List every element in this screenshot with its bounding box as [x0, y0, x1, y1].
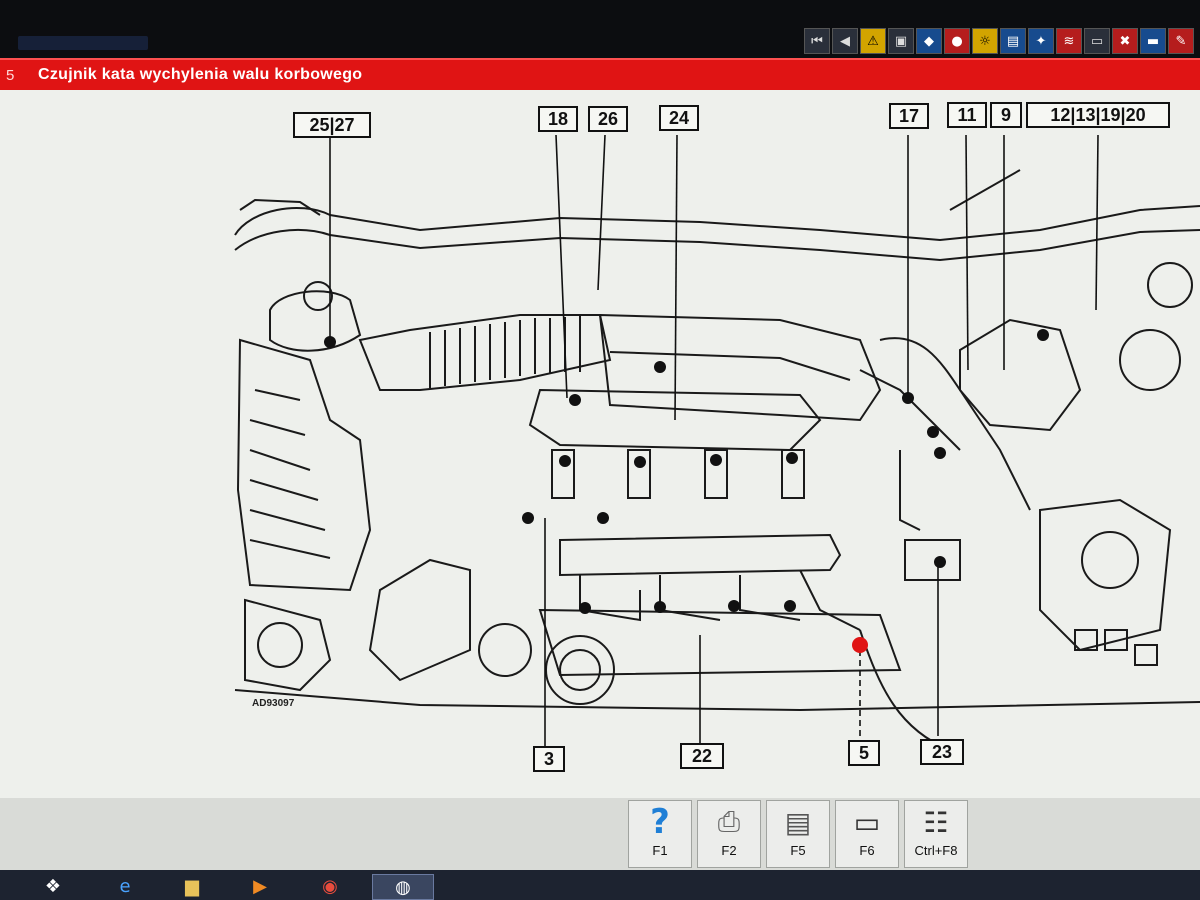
callout-25-27[interactable]: 25|27 — [293, 112, 371, 138]
page-title: Czujnik kata wychylenia walu korbowego — [38, 66, 363, 83]
print-icon: ⎙ — [717, 805, 741, 838]
title-bar: 5 Czujnik kata wychylenia walu korbowego — [0, 58, 1200, 92]
wiring-icon[interactable]: ≋ — [1056, 28, 1082, 54]
callout-26[interactable]: 26 — [588, 106, 628, 132]
callout-11[interactable]: 11 — [947, 102, 987, 128]
callout-22[interactable]: 22 — [680, 743, 724, 769]
media-player-icon[interactable]: ▶ — [253, 875, 267, 897]
print-icon[interactable]: ▭ — [1084, 28, 1110, 54]
view-icon[interactable]: ▣ — [888, 28, 914, 54]
ctrl-f8-label: Ctrl+F8 — [914, 843, 958, 858]
fuel-icon[interactable]: ● — [944, 28, 970, 54]
info-icon[interactable]: ✦ — [1028, 28, 1054, 54]
diagram-code: AD93097 — [252, 698, 295, 709]
callout-24[interactable]: 24 — [659, 105, 699, 131]
internet-explorer-icon[interactable]: e — [119, 875, 131, 897]
f5-label: F5 — [790, 843, 806, 858]
close-icon[interactable]: ✖ — [1112, 28, 1138, 54]
f5-document-button[interactable]: ▤ F5 — [766, 800, 830, 868]
power-icon[interactable]: ▬ — [1140, 28, 1166, 54]
function-key-bar: ? F1 ⎙ F2 ▤ F5 ▭ F6 ☷ Ctrl+F8 — [0, 798, 1200, 870]
engine-diagram — [234, 134, 1200, 751]
callout-23[interactable]: 23 — [920, 739, 964, 765]
taskbar: ❖ e ▆ ▶ ◉ ◍ — [0, 870, 1200, 900]
diagram-area: 25|27 18 26 24 17 11 9 12|13|19|20 3 22 … — [0, 90, 1200, 798]
file-explorer-icon[interactable]: ▆ — [185, 875, 199, 897]
f6-label: F6 — [859, 843, 875, 858]
start-icon[interactable]: ❖ — [44, 875, 62, 897]
component-icon[interactable]: ☼ — [972, 28, 998, 54]
ctrl-f8-table-button[interactable]: ☷ Ctrl+F8 — [904, 800, 968, 868]
highlighted-sensor-point[interactable] — [852, 637, 868, 653]
first-page-icon[interactable]: ⏮ — [804, 28, 830, 54]
toolbar-icons: ⏮ ◀ ⚠ ▣ ◆ ● ☼ ▤ ✦ ≋ ▭ ✖ ▬ ✎ — [804, 28, 1194, 54]
table-icon: ☷ — [923, 805, 949, 839]
f1-help-button[interactable]: ? F1 — [628, 800, 692, 868]
settings-icon[interactable]: ◆ — [916, 28, 942, 54]
f6-printer-button[interactable]: ▭ F6 — [835, 800, 899, 868]
callout-18[interactable]: 18 — [538, 106, 578, 132]
f2-label: F2 — [721, 843, 737, 858]
notes-icon[interactable]: ✎ — [1168, 28, 1194, 54]
callout-3[interactable]: 3 — [533, 746, 565, 772]
callout-5[interactable]: 5 — [848, 740, 880, 766]
printer-icon: ▭ — [853, 805, 881, 839]
menu-ghost — [18, 36, 148, 50]
network-icon[interactable]: ▤ — [1000, 28, 1026, 54]
top-toolbar: ⏮ ◀ ⚠ ▣ ◆ ● ☼ ▤ ✦ ≋ ▭ ✖ ▬ ✎ — [0, 0, 1200, 58]
step-number: 5 — [6, 67, 15, 84]
connector-points — [324, 329, 1049, 614]
help-icon: ? — [650, 802, 670, 842]
callout-9[interactable]: 9 — [990, 102, 1022, 128]
leader-lines — [329, 134, 1099, 750]
chrome-icon[interactable]: ◉ — [322, 875, 338, 897]
document-icon: ▤ — [784, 805, 812, 839]
previous-page-icon[interactable]: ◀ — [832, 28, 858, 54]
callout-12-13-19-20[interactable]: 12|13|19|20 — [1026, 102, 1170, 128]
app-icon[interactable]: ◍ — [372, 874, 434, 900]
f1-label: F1 — [652, 843, 668, 858]
warning-icon[interactable]: ⚠ — [860, 28, 886, 54]
f2-print-button[interactable]: ⎙ F2 — [697, 800, 761, 868]
callout-17[interactable]: 17 — [889, 103, 929, 129]
